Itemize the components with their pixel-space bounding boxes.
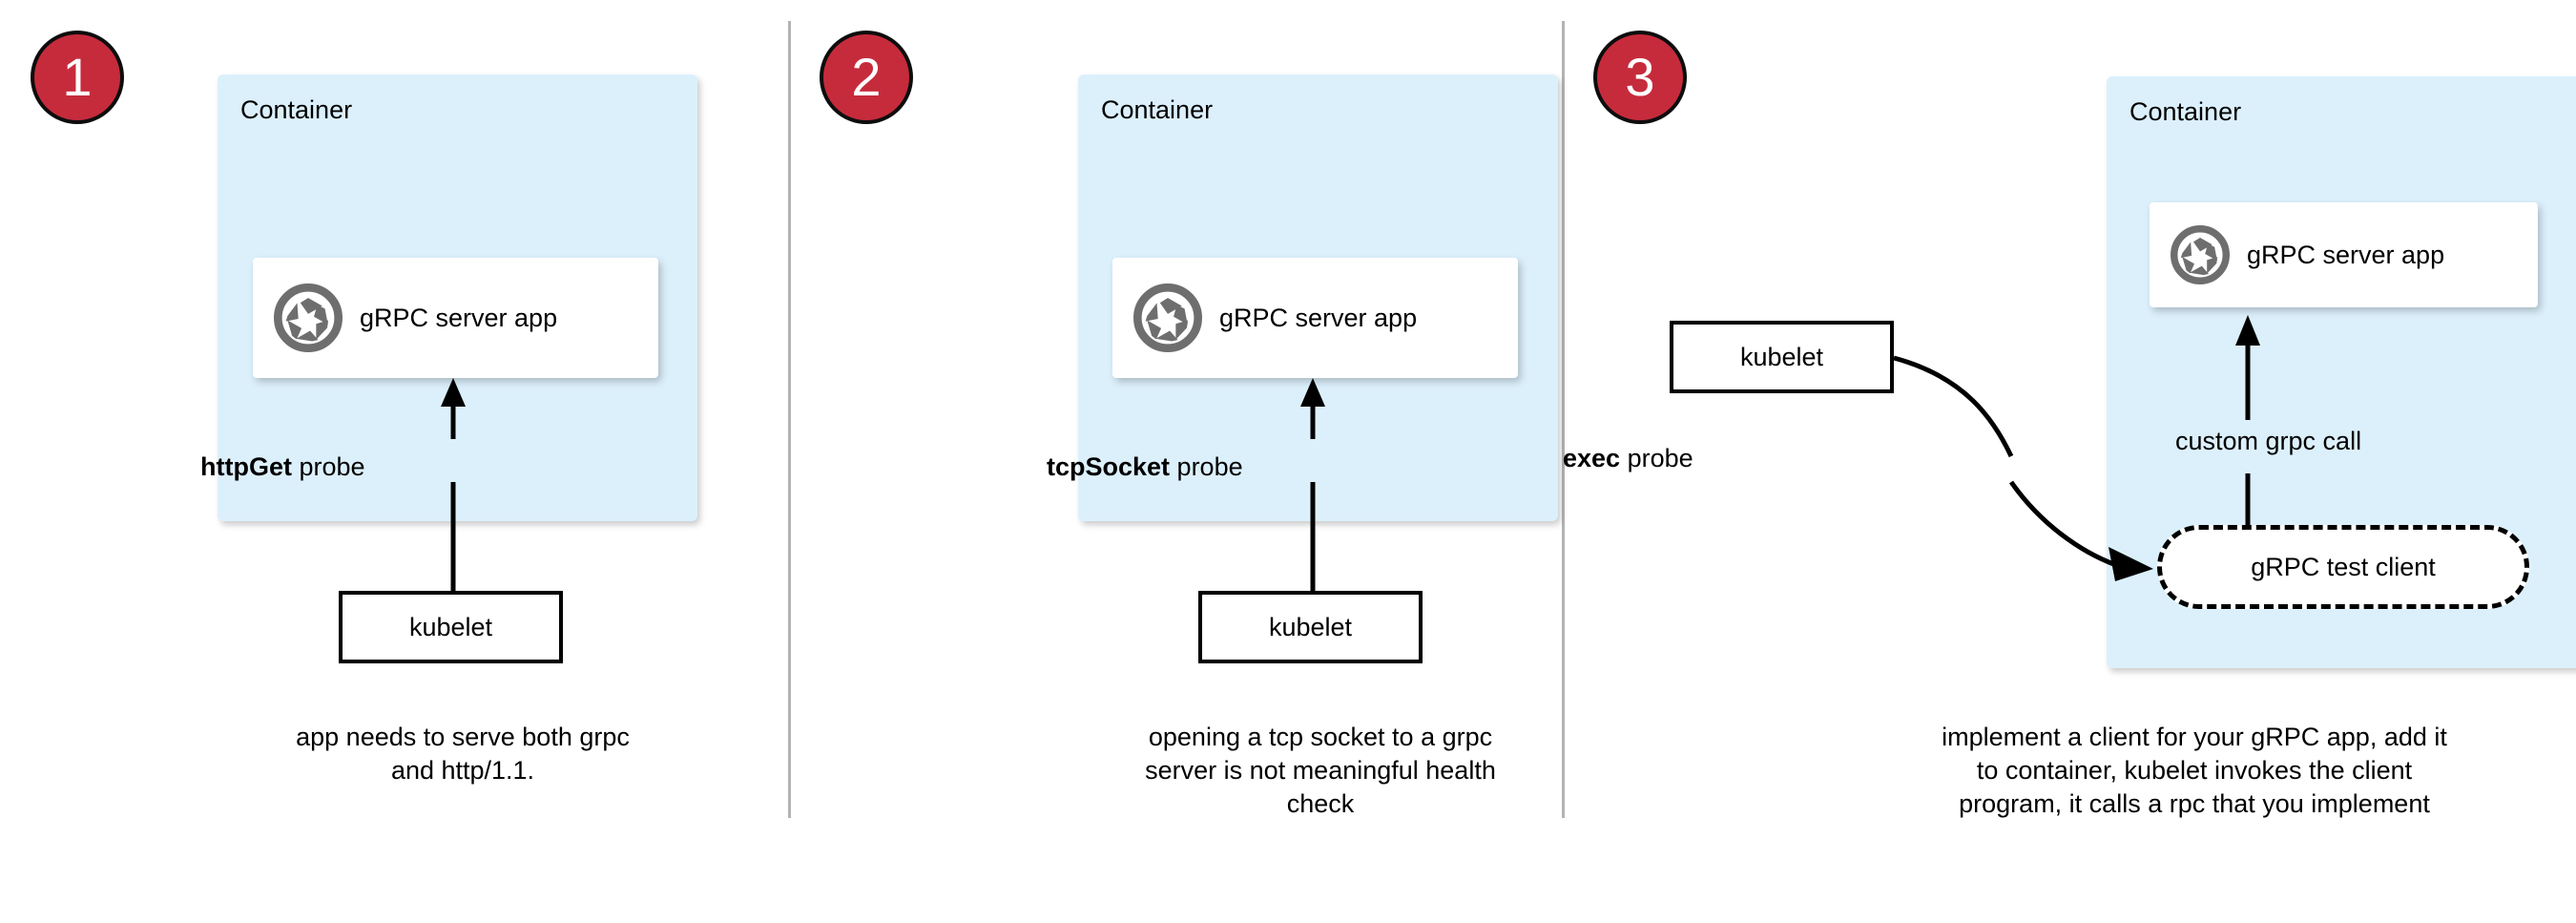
- panel-caption-1: app needs to serve both grpc and http/1.…: [296, 723, 630, 786]
- probe-label-3: exec probe: [1563, 444, 1693, 473]
- panel-exec: 3 Container gRPC server app: [1563, 0, 2576, 923]
- app-label: gRPC server app: [360, 303, 558, 332]
- panel-tcpsocket: 2 Container gRPC server app: [791, 0, 1562, 923]
- app-label: gRPC server app: [1219, 303, 1418, 332]
- custom-grpc-call-label: custom grpc call: [2175, 427, 2362, 455]
- grpc-aperture-icon: [1133, 283, 1202, 352]
- kubelet-box-2: kubelet: [1198, 591, 1423, 663]
- grpc-server-app-card-1: gRPC server app: [253, 258, 658, 378]
- kubelet-label: kubelet: [408, 612, 493, 641]
- grpc-aperture-icon: [274, 283, 343, 352]
- step-badge-1: 1: [31, 31, 124, 124]
- step-badge-number: 3: [1625, 47, 1655, 107]
- app-label: gRPC server app: [2247, 240, 2445, 269]
- panel-caption-2: opening a tcp socket to a grpc server is…: [1145, 723, 1496, 819]
- step-badge-3: 3: [1593, 31, 1687, 124]
- probe-label-rest: probe: [1620, 444, 1693, 472]
- grpc-aperture-icon: [2171, 225, 2230, 284]
- kubelet-box-3: kubelet: [1670, 321, 1894, 393]
- panel-divider-2: [1562, 21, 1565, 818]
- step-badge-number: 2: [851, 47, 882, 107]
- grpc-test-client-node: gRPC test client: [2157, 525, 2529, 609]
- panel-divider-1: [788, 21, 791, 818]
- kubelet-label: kubelet: [1268, 612, 1353, 641]
- probe-label-rest: probe: [1170, 452, 1243, 481]
- panel-httpget: 1 Container gRPC server app: [0, 0, 788, 923]
- probe-label-bold: httpGet: [200, 452, 292, 481]
- probe-label-bold: exec: [1563, 444, 1621, 472]
- container-label: Container: [240, 95, 353, 124]
- probe-label-2: tcpSocket probe: [1047, 452, 1243, 482]
- container-label: Container: [2129, 97, 2242, 126]
- probe-label-1: httpGet probe: [200, 452, 365, 482]
- kubelet-label: kubelet: [1739, 342, 1824, 371]
- step-badge-number: 1: [62, 47, 93, 107]
- container-label: Container: [1101, 95, 1214, 124]
- grpc-test-client-label: gRPC test client: [2251, 552, 2436, 581]
- kubelet-box-1: kubelet: [339, 591, 563, 663]
- panel-caption-3: implement a client for your gRPC app, ad…: [1942, 723, 2447, 819]
- probe-label-rest: probe: [291, 452, 365, 481]
- step-badge-2: 2: [820, 31, 913, 124]
- grpc-server-app-card-2: gRPC server app: [1112, 258, 1518, 378]
- grpc-server-app-card-3: gRPC server app: [2150, 202, 2538, 307]
- probe-label-bold: tcpSocket: [1047, 452, 1171, 481]
